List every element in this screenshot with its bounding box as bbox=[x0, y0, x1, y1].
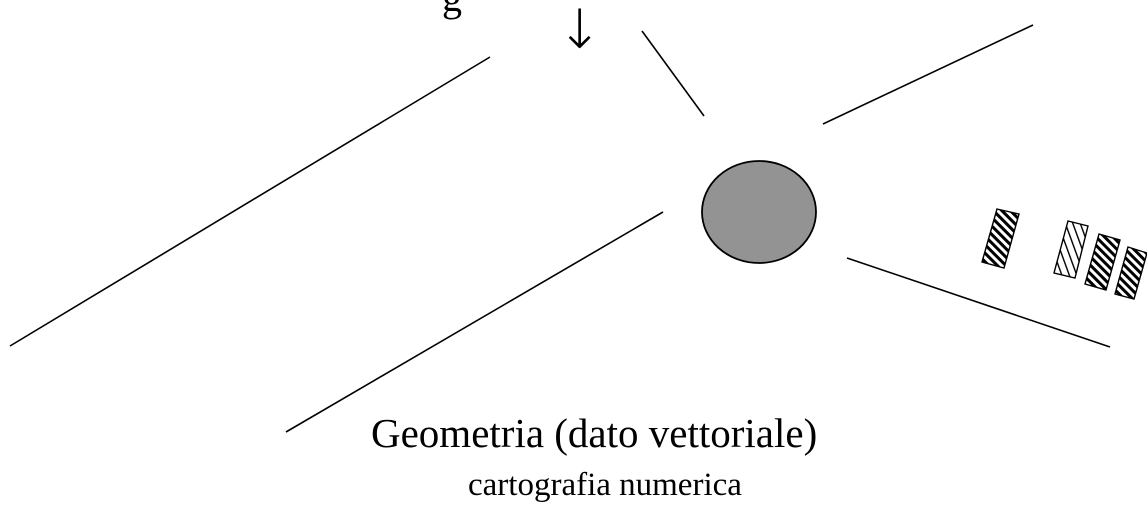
line-right-lower bbox=[846, 257, 1111, 348]
line-right-upper bbox=[822, 24, 1034, 125]
hatched-tile-4 bbox=[1114, 246, 1147, 300]
partial-top-text: g bbox=[442, 0, 462, 18]
hatched-polygon-icon bbox=[981, 208, 1147, 300]
hatched-tile-1 bbox=[981, 208, 1020, 269]
arrow-down-icon: ↓ bbox=[557, 0, 603, 61]
hatched-tile-3 bbox=[1084, 233, 1121, 291]
line-top-center bbox=[641, 30, 705, 117]
point-feature-icon bbox=[701, 160, 817, 264]
sub-label: cartografia numerica bbox=[468, 467, 742, 503]
main-label: Geometria (dato vettoriale) bbox=[371, 410, 818, 456]
line-left-upper bbox=[9, 56, 491, 347]
hatched-tile-2 bbox=[1053, 220, 1089, 279]
line-left-lower bbox=[285, 211, 664, 433]
